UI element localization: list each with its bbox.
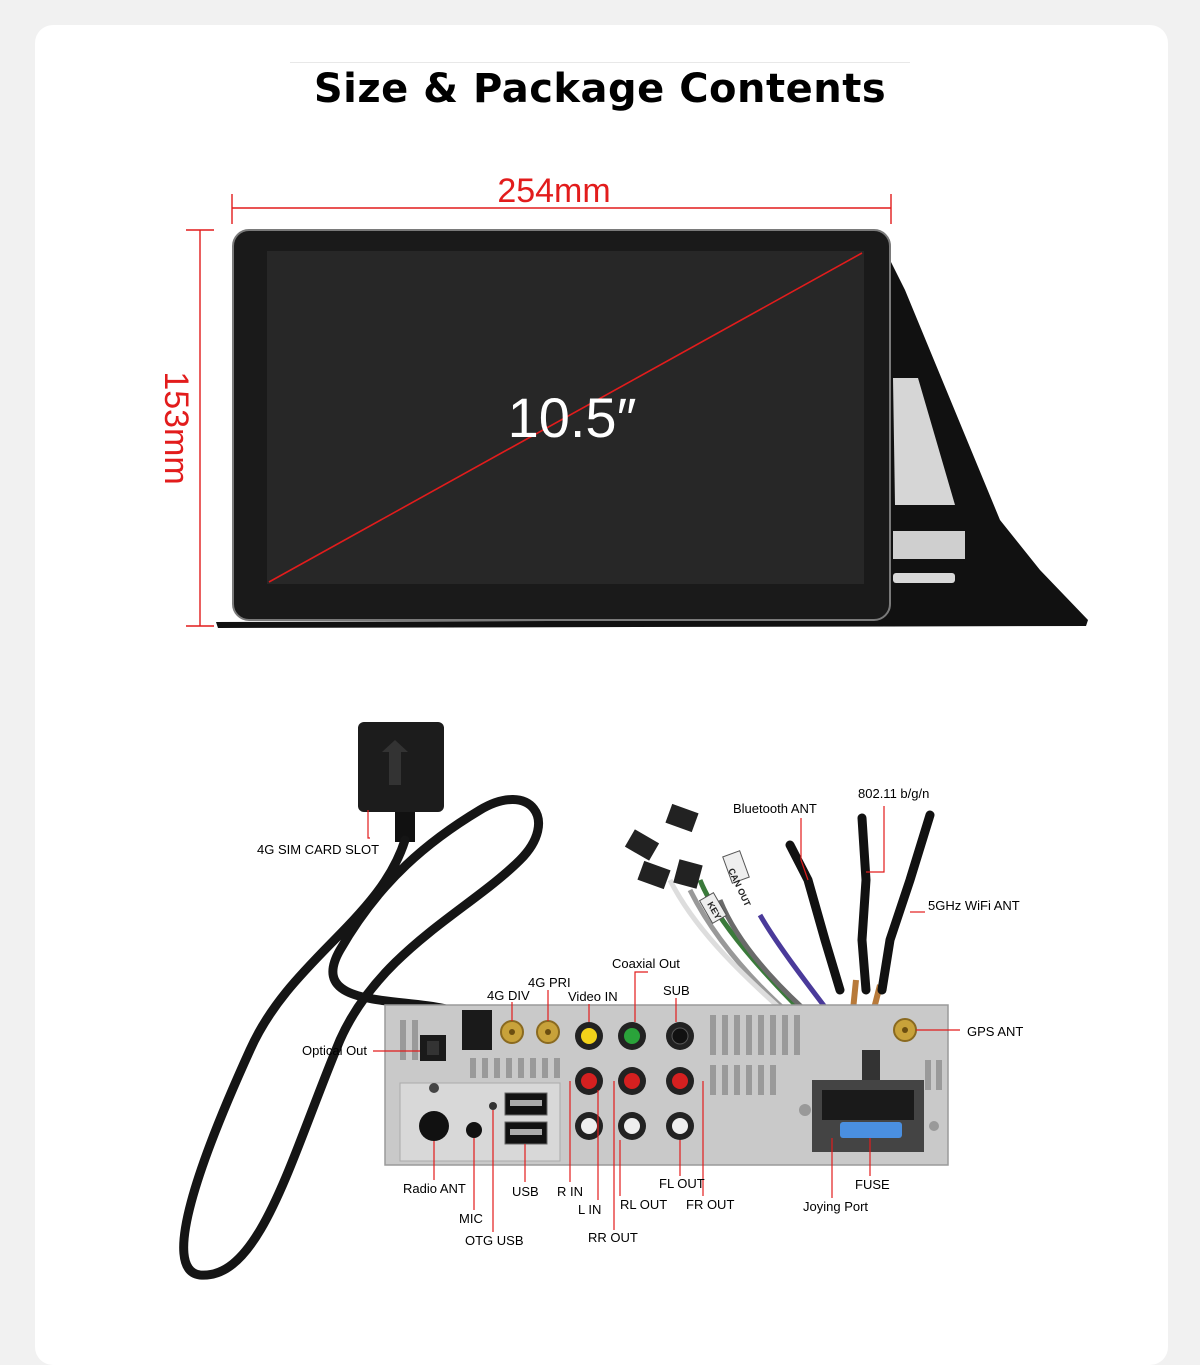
label-coaxial-out: Coaxial Out [612, 956, 680, 971]
connector-labels: 4G SIM CARD SLOT Bluetooth ANT 802.11 b/… [257, 786, 1023, 1248]
frame-window-lower [893, 573, 955, 583]
label-4g-pri: 4G PRI [528, 975, 571, 990]
radio-ant-port [419, 1111, 449, 1141]
rear-panel [384, 1004, 949, 1166]
label-usb: USB [512, 1184, 539, 1199]
label-fr-out: FR OUT [686, 1197, 734, 1212]
label-fl-out: FL OUT [659, 1176, 705, 1191]
leader-lines [367, 806, 960, 1232]
label-fuse: FUSE [855, 1177, 890, 1192]
width-dimension: 254mm [231, 172, 892, 224]
sim-cable-boot [395, 812, 415, 842]
label-r-in: R IN [557, 1184, 583, 1199]
fuse-icon [840, 1122, 902, 1138]
label-l-in: L IN [578, 1202, 601, 1217]
diagonal-size-label: 10.5″ [508, 386, 637, 449]
height-dimension: 153mm [157, 229, 214, 627]
label-joying-port: Joying Port [803, 1199, 868, 1214]
vent-slots [400, 1015, 942, 1095]
label-5ghz-wifi: 5GHz WiFi ANT [928, 898, 1020, 913]
sim-cable [179, 795, 543, 1280]
head-unit-front: 10.5″ [216, 229, 1088, 628]
label-sub: SUB [663, 983, 690, 998]
frame-window-upper [893, 378, 955, 505]
label-mic: MIC [459, 1211, 483, 1226]
label-otg-usb: OTG USB [465, 1233, 524, 1248]
width-label: 254mm [497, 172, 610, 210]
label-gps-ant: GPS ANT [967, 1024, 1023, 1039]
label-rr-out: RR OUT [588, 1230, 638, 1245]
frame-window-middle [893, 531, 965, 559]
mic-port [466, 1122, 482, 1138]
label-4g-div: 4G DIV [487, 988, 530, 1003]
label-radio-ant: Radio ANT [403, 1181, 466, 1196]
label-video-in: Video IN [568, 989, 618, 1004]
label-80211: 802.11 b/g/n [858, 786, 929, 801]
label-sim-card-slot: 4G SIM CARD SLOT [257, 842, 379, 857]
sim-card-module [179, 722, 543, 1280]
height-label: 153mm [157, 371, 195, 484]
sim-arrow-icon [382, 740, 408, 785]
label-bluetooth-ant: Bluetooth ANT [733, 801, 817, 816]
label-optical-out: Optical Out [302, 1043, 367, 1058]
label-rl-out: RL OUT [620, 1197, 667, 1212]
sim-socket [462, 1010, 492, 1050]
page-title: Size & Package Contents [313, 66, 887, 112]
title-divider [290, 62, 910, 63]
diagonal-line [268, 252, 863, 583]
